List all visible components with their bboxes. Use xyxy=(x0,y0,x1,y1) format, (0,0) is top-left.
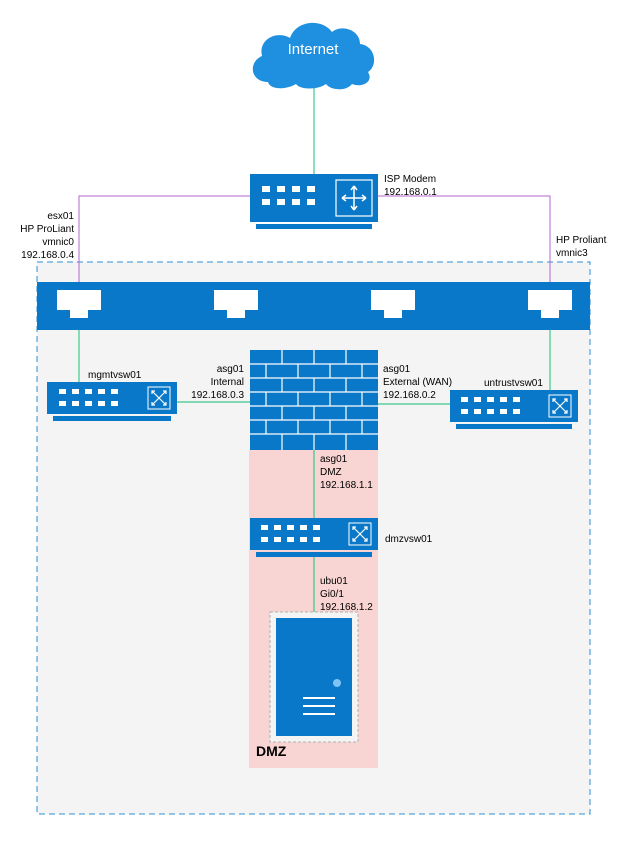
fw-label-line: DMZ xyxy=(320,467,342,478)
nic-label-line: esx01 xyxy=(47,211,74,222)
firewall-icon xyxy=(250,350,378,450)
fw-label-line: 192.168.1.1 xyxy=(320,480,373,491)
link-modem-to-vmnic3 xyxy=(378,195,551,292)
nic-label-line: vmnic0 xyxy=(42,237,74,248)
nic-port-icon xyxy=(57,290,101,318)
isp-modem-label: ISP Modem 192.168.0.1 xyxy=(384,174,437,198)
server-label: ubu01 Gi0/1 192.168.1.2 xyxy=(320,576,373,613)
nic-port-icon xyxy=(528,290,572,318)
fw-label-line: asg01 xyxy=(383,364,411,375)
nic-label-line: 192.168.0.4 xyxy=(21,250,74,261)
server-label-line: ubu01 xyxy=(320,576,348,587)
untrust-vswitch-name: untrustvsw01 xyxy=(484,378,543,389)
untrust-vswitch-icon xyxy=(450,390,578,429)
fw-label-line: asg01 xyxy=(217,364,245,375)
isp-modem-line: 192.168.0.1 xyxy=(384,187,437,198)
fw-label-line: Internal xyxy=(211,377,244,388)
isp-modem-icon xyxy=(250,174,378,229)
server-label-line: 192.168.1.2 xyxy=(320,602,373,613)
fw-label-line: 192.168.0.3 xyxy=(191,390,244,401)
host-right-nic-label: HP Proliant vmnic3 xyxy=(556,235,607,259)
fw-label-line: asg01 xyxy=(320,454,348,465)
fw-label-line: 192.168.0.2 xyxy=(383,390,436,401)
nic-port-icon xyxy=(214,290,258,318)
dmz-vswitch-icon xyxy=(250,518,378,557)
isp-modem-line: ISP Modem xyxy=(384,174,436,185)
firewall-internal-label: asg01 Internal 192.168.0.3 xyxy=(191,364,244,401)
mgmt-vswitch-name: mgmtvsw01 xyxy=(88,370,142,381)
link-modem-to-vmnic0 xyxy=(78,195,250,292)
host-nic-bar xyxy=(37,282,590,330)
nic-label-line: vmnic3 xyxy=(556,248,588,259)
firewall-external-label: asg01 External (WAN) 192.168.0.2 xyxy=(383,364,452,401)
fw-label-line: External (WAN) xyxy=(383,377,452,388)
internet-label: Internet xyxy=(288,41,340,58)
dmz-vswitch-name: dmzvsw01 xyxy=(385,534,433,545)
dmz-zone-label: DMZ xyxy=(256,743,287,759)
server-label-line: Gi0/1 xyxy=(320,589,344,600)
host-left-nic-label: esx01 HP ProLiant vmnic0 192.168.0.4 xyxy=(20,211,74,261)
internet-cloud-icon: Internet xyxy=(252,22,375,90)
nic-label-line: HP ProLiant xyxy=(20,224,74,235)
firewall-dmz-label: asg01 DMZ 192.168.1.1 xyxy=(320,454,373,491)
mgmt-vswitch-icon xyxy=(47,382,177,421)
nic-label-line: HP Proliant xyxy=(556,235,607,246)
nic-port-icon xyxy=(371,290,415,318)
server-icon xyxy=(269,611,359,743)
